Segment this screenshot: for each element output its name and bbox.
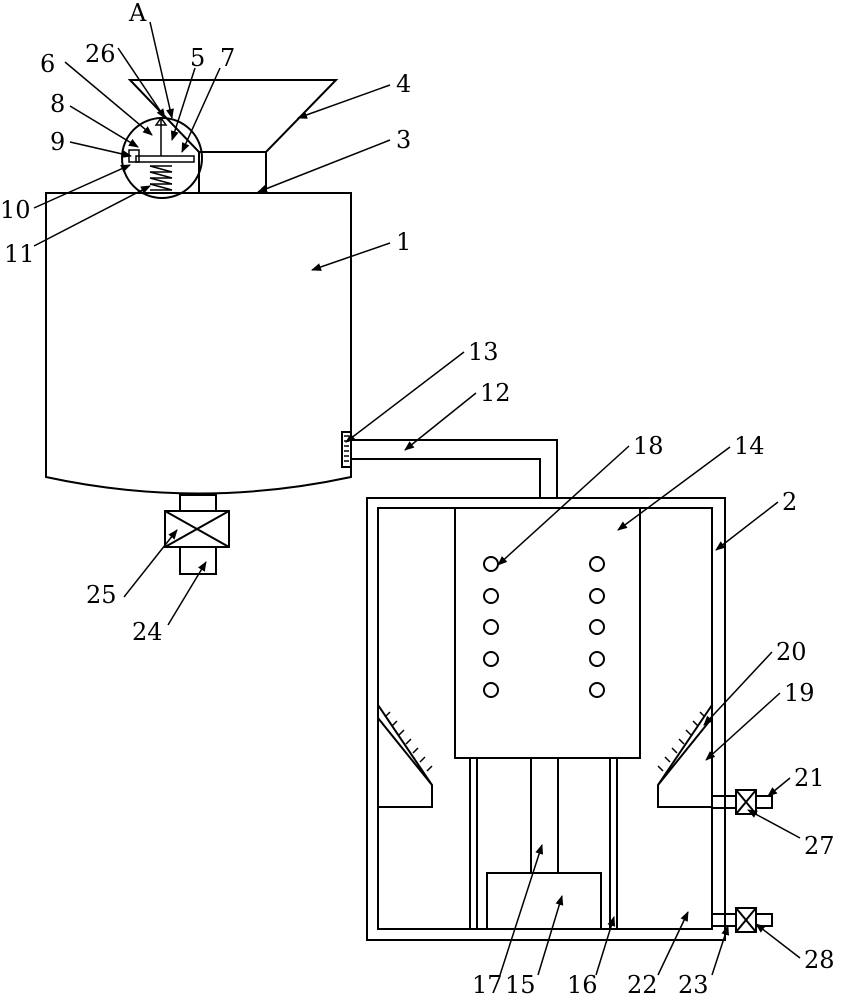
callout-23: 23 <box>678 971 709 999</box>
filter-box <box>454 507 641 759</box>
right-screen <box>657 704 713 808</box>
holes-right <box>589 556 605 698</box>
callout-17: 17 <box>472 971 503 999</box>
callout-12: 12 <box>480 379 511 407</box>
holes-left <box>483 556 499 698</box>
connecting-pipe <box>341 431 558 498</box>
callout-15: 15 <box>505 971 536 999</box>
callout-14: 14 <box>734 432 765 460</box>
callout-7: 7 <box>220 44 235 72</box>
support-frame <box>469 757 618 930</box>
callout-11: 11 <box>4 240 35 268</box>
callout-5: 5 <box>190 44 205 72</box>
callout-27: 27 <box>804 832 835 860</box>
callout-13: 13 <box>468 338 499 366</box>
leader-lines <box>33 21 801 976</box>
callout-22: 22 <box>627 971 658 999</box>
callout-28: 28 <box>804 946 835 974</box>
side-outlet-lower <box>711 907 773 933</box>
detail-circle-a <box>121 116 203 199</box>
callout-20: 20 <box>776 638 807 666</box>
callout-25: 25 <box>86 581 117 609</box>
callout-24: 24 <box>132 618 163 646</box>
callout-26: 26 <box>85 40 116 68</box>
callout-3: 3 <box>396 126 411 154</box>
callout-4: 4 <box>396 70 411 98</box>
callout-a: A <box>128 0 147 27</box>
callout-9: 9 <box>50 128 65 156</box>
callout-19: 19 <box>784 679 815 707</box>
left-screen <box>377 704 433 808</box>
callout-6: 6 <box>40 50 55 78</box>
side-outlet-upper <box>711 789 773 815</box>
bottom-valve <box>164 494 230 575</box>
callout-8: 8 <box>50 90 65 118</box>
callout-18: 18 <box>633 432 664 460</box>
callout-2: 2 <box>782 488 797 516</box>
callout-16: 16 <box>567 971 598 999</box>
callout-21: 21 <box>794 764 825 792</box>
upper-tank <box>45 192 352 495</box>
callout-10: 10 <box>0 196 31 224</box>
callout-1: 1 <box>396 228 411 256</box>
